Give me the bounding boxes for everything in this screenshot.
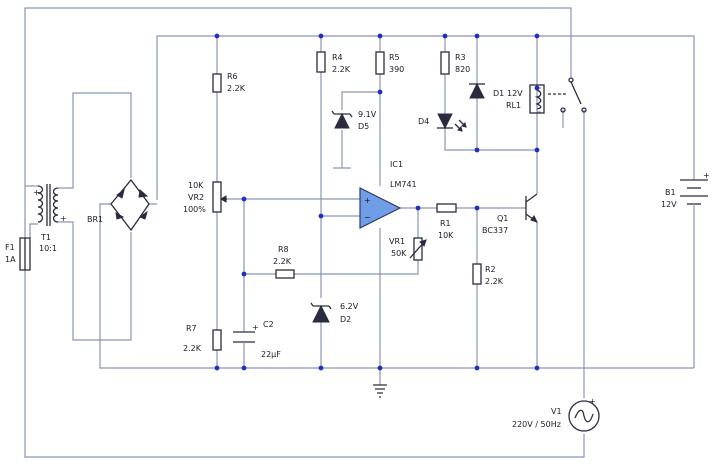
battery-B1: + B1 12V [661, 171, 710, 214]
bridge-rectifier-BR1: BR1 [87, 178, 150, 232]
d4-ref: D4 [418, 117, 429, 126]
fuse-F1: F1 1A [5, 237, 31, 271]
fuse-value: 1A [5, 255, 16, 264]
r1-ref: R1 [440, 219, 451, 228]
potentiometer-VR2: 10K VR2 100% [183, 181, 227, 214]
fuse-ref: F1 [5, 243, 15, 252]
capacitor-C2: + C2 22µF [233, 320, 281, 359]
d5-value: 9.1V [358, 110, 377, 119]
ic1-part: LM741 [390, 180, 417, 189]
transformer-ratio: 10:1 [39, 244, 57, 253]
secondary-polarity: + [60, 214, 67, 223]
ground-symbols [373, 384, 387, 398]
r6-ref: R6 [227, 72, 238, 81]
resistor-R2: R2 2.2K [472, 263, 504, 286]
c2-value: 22µF [261, 350, 281, 359]
transformer-T1: + + T1 10:1 [33, 184, 67, 253]
vr1-value: 50K [391, 249, 407, 258]
vr2-setting: 100% [183, 205, 206, 214]
vr2-value: 10K [188, 181, 204, 190]
led-D4: D4 [418, 113, 467, 132]
junction-dots [214, 33, 540, 371]
transformer-ref: T1 [40, 233, 51, 242]
rl1-ref: RL1 [506, 101, 521, 110]
wires [24, 7, 695, 458]
d1-ref: D1 [493, 89, 504, 98]
b1-ref: B1 [665, 188, 676, 197]
r5-value: 390 [389, 65, 404, 74]
r7-value: 2.2K [183, 344, 202, 353]
r2-value: 2.2K [485, 277, 504, 286]
q1-part: BC337 [482, 226, 508, 235]
zener-D5: 9.1V D5 [331, 110, 377, 131]
ac-source-V1: + V1 220V / 50Hz [512, 397, 600, 432]
r3-ref: R3 [455, 53, 466, 62]
d2-ref: D2 [340, 315, 351, 324]
ic1-ref: IC1 [390, 160, 403, 169]
r5-ref: R5 [389, 53, 400, 62]
zener-D2: 6.2V D2 [310, 302, 359, 324]
potentiometer-VR1: VR1 50K [389, 237, 427, 261]
resistor-R7: R7 2.2K [183, 324, 222, 353]
r8-value: 2.2K [273, 257, 292, 266]
primary-polarity: + [33, 188, 40, 197]
c2-ref: C2 [263, 320, 274, 329]
b1-value: 12V [661, 200, 677, 209]
v1-polarity: + [589, 397, 596, 406]
d5-ref: D5 [358, 122, 369, 131]
r1-value: 10K [438, 231, 454, 240]
resistor-R5: R5 390 [375, 51, 404, 75]
ic1-plus: + [364, 196, 371, 205]
c2-polarity: + [252, 323, 259, 332]
r2-ref: R2 [485, 265, 496, 274]
bridge-ref: BR1 [87, 215, 103, 224]
r3-value: 820 [455, 65, 470, 74]
resistor-R6: R6 2.2K [212, 72, 246, 93]
rl1-value: 12V [507, 89, 523, 98]
resistor-R4: R4 2.2K [316, 51, 351, 74]
v1-ref: V1 [551, 407, 562, 416]
v1-value: 220V / 50Hz [512, 420, 561, 429]
vr1-ref: VR1 [389, 237, 405, 246]
r8-ref: R8 [278, 245, 289, 254]
b1-polarity: + [703, 171, 710, 180]
transistor-Q1: Q1 BC337 [482, 193, 538, 235]
r7-ref: R7 [186, 324, 197, 333]
q1-ref: Q1 [497, 214, 508, 223]
relay-RL1: 12V RL1 [506, 77, 587, 114]
r6-value: 2.2K [227, 84, 246, 93]
r4-value: 2.2K [332, 65, 351, 74]
resistor-R8: R8 2.2K [273, 245, 295, 279]
resistor-R1: R1 10K [436, 203, 457, 240]
opamp-IC1: + − IC1 LM741 [359, 160, 417, 229]
vr2-ref: VR2 [188, 193, 204, 202]
diode-D1: D1 [469, 82, 504, 99]
ic1-minus: − [364, 213, 371, 222]
d2-value: 6.2V [340, 302, 359, 311]
resistor-R3: R3 820 [440, 51, 470, 75]
r4-ref: R4 [332, 53, 343, 62]
